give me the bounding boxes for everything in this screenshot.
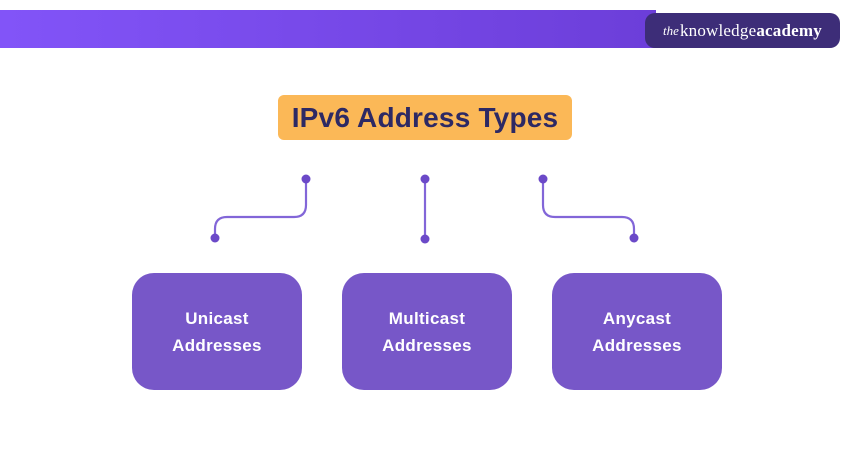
node-label-line1: Unicast bbox=[185, 308, 249, 328]
connector-right-dot-bottom bbox=[629, 233, 639, 243]
node-label-line2: Addresses bbox=[172, 335, 262, 355]
node-unicast-addresses: Unicast Addresses bbox=[132, 273, 302, 390]
connector-middle-dot-top bbox=[420, 174, 430, 184]
node-anycast-addresses: Anycast Addresses bbox=[552, 273, 722, 390]
logo-word-the: the bbox=[663, 22, 679, 38]
logo-word-knowledge: knowledge bbox=[679, 20, 757, 40]
node-label-line1: Anycast bbox=[602, 308, 672, 328]
node-label-line2: Addresses bbox=[382, 335, 472, 355]
connector-right-dot-top bbox=[538, 174, 548, 184]
node-multicast-addresses: Multicast Addresses bbox=[342, 273, 512, 390]
diagram-title: IPv6 Address Types bbox=[291, 101, 559, 133]
header-bar bbox=[0, 10, 656, 48]
node-label-line2: Addresses bbox=[592, 335, 682, 355]
connector-left-dot-top bbox=[301, 174, 311, 184]
logo-word-academy: academy bbox=[756, 20, 822, 40]
connector-left-path bbox=[213, 177, 308, 240]
connector-right-path bbox=[541, 177, 636, 240]
connector-middle-dot-bottom bbox=[420, 234, 430, 244]
diagram-title-box: IPv6 Address Types bbox=[278, 95, 572, 140]
connector-left-dot-bottom bbox=[210, 233, 220, 243]
node-label-line1: Multicast bbox=[388, 308, 466, 328]
